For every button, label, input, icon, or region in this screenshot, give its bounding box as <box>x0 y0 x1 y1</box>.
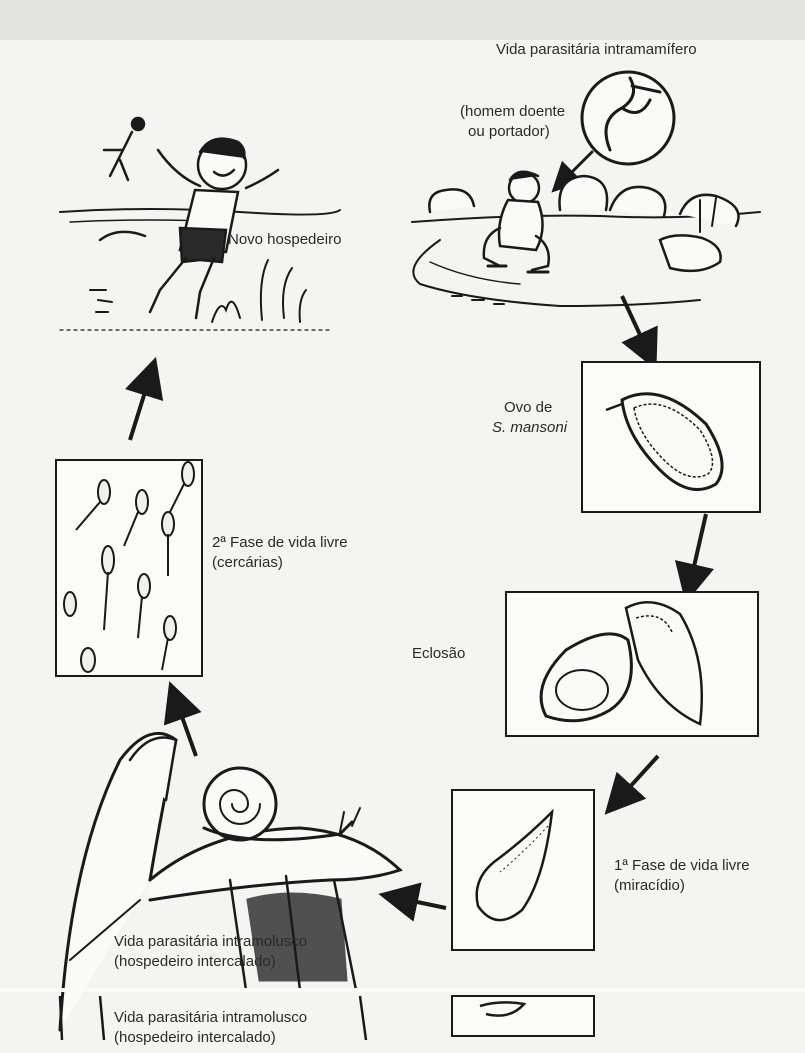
label-snail-line2: (hospedeiro intercalado) <box>114 952 276 972</box>
swimmer-scene <box>60 118 340 330</box>
label-miracidium-line1: 1ª Fase de vida livre <box>614 856 750 876</box>
label-hatching: Eclosão <box>412 644 465 664</box>
label-new-host: Novo hospedeiro <box>228 230 341 250</box>
label-sick-man-line2: ou portador) <box>468 122 550 142</box>
label-snail-line1: Vida parasitária intramolusco <box>114 932 307 952</box>
label-cercariae-line1: 2ª Fase de vida livre <box>212 533 348 553</box>
label-egg-line1: Ovo de <box>504 398 552 418</box>
hatching-panel <box>506 592 758 736</box>
top-shade-band <box>0 0 805 40</box>
cercariae-panel <box>56 460 202 676</box>
label-cercariae-line2: (cercárias) <box>212 553 283 573</box>
label-egg-line2: S. mansoni <box>492 418 567 438</box>
miracidium-panel <box>452 790 594 950</box>
arrow-egg-to-hatching <box>690 514 706 584</box>
arrow-cercariae-to-host <box>130 376 150 440</box>
arrow-hatching-to-miracidium <box>618 756 658 800</box>
label-snail-dup-line2: (hospedeiro intercalado) <box>114 1028 276 1048</box>
egg-panel <box>582 362 760 512</box>
band-gap <box>0 988 805 992</box>
label-intramammal-title: Vida parasitária intramamífero <box>496 40 697 60</box>
label-miracidium-line2: (miracídio) <box>614 876 685 896</box>
label-sick-man-line1: (homem doente <box>460 102 565 122</box>
label-snail-dup-line1: Vida parasitária intramolusco <box>114 1008 307 1028</box>
arrow-miracidium-to-snail <box>398 898 446 908</box>
snail-scene <box>60 733 400 1030</box>
arrow-snail-to-cercariae <box>176 700 196 756</box>
